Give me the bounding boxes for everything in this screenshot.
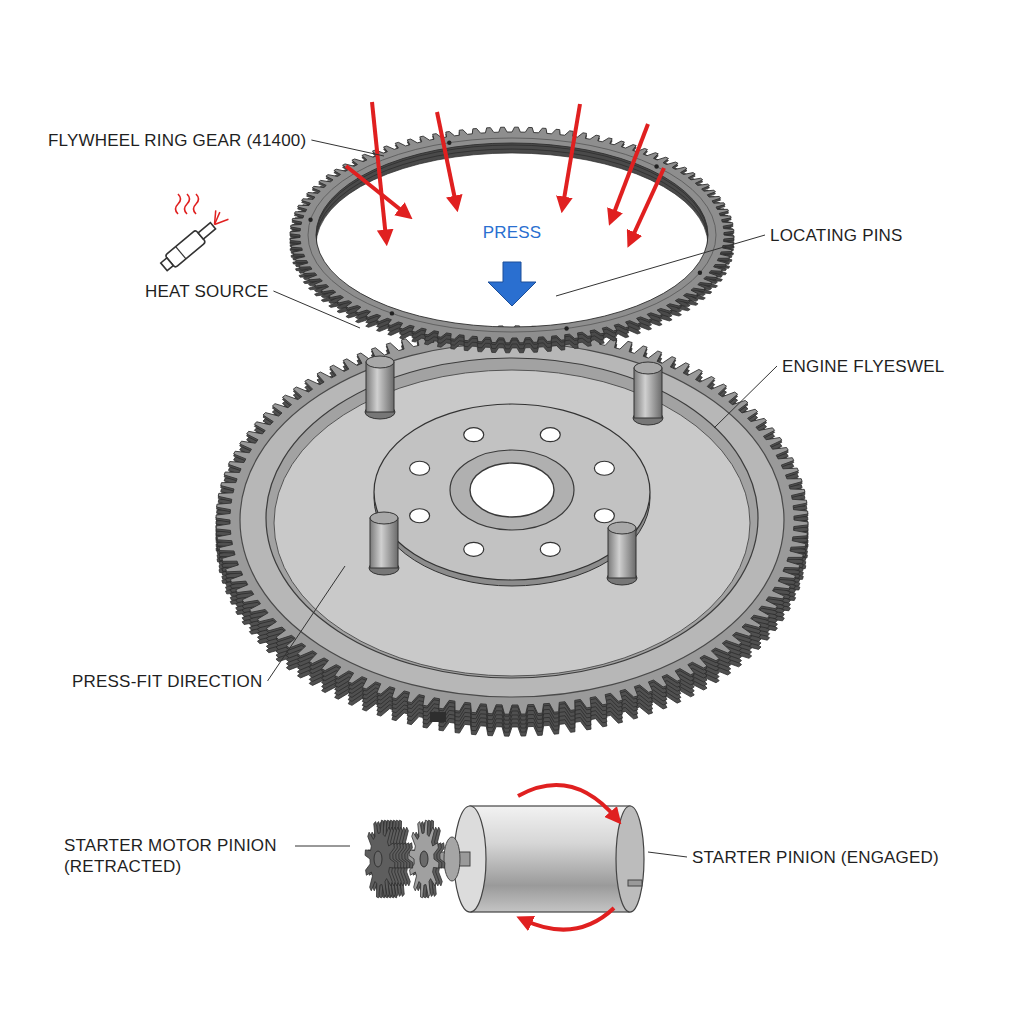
bolt-hole <box>410 461 430 475</box>
starter-body <box>470 806 630 912</box>
flywheel-face <box>240 343 784 697</box>
flywheel-recess-step <box>266 358 758 678</box>
rotation-arrow <box>524 908 614 930</box>
press-arrow <box>488 262 536 306</box>
pin-body <box>370 518 398 568</box>
torch-spark <box>215 215 229 228</box>
leader-line <box>268 566 345 681</box>
torch-grip <box>161 258 174 271</box>
heat-wave <box>194 194 199 214</box>
torch-nozzle <box>198 223 215 239</box>
bolt-hole <box>464 542 484 556</box>
starter-motor <box>365 785 644 930</box>
timing-notch <box>430 712 446 722</box>
leader-line <box>714 366 777 428</box>
heat-source-icon <box>158 208 231 273</box>
ring-gear-hole <box>654 164 658 168</box>
ring-gear-hole <box>390 311 394 315</box>
pin-top <box>634 362 662 374</box>
ring-gear-hole <box>308 217 312 221</box>
pin-body <box>634 368 662 418</box>
flywheel-recess <box>274 370 750 676</box>
locating-pin <box>607 522 637 585</box>
center-bore <box>470 463 554 517</box>
pin-top <box>366 356 394 368</box>
bolt-hole <box>410 509 430 523</box>
pinion-side <box>365 820 395 898</box>
heat-arrow <box>631 168 664 240</box>
bolt-hole <box>464 428 484 442</box>
flywheel-teeth <box>216 326 808 714</box>
heat-wave <box>185 194 190 214</box>
direction-label: PRESS-FIT DIRECTION <box>72 671 263 692</box>
leader-line <box>648 852 687 857</box>
leader-line <box>295 846 350 847</box>
leader-line <box>273 291 360 328</box>
heat-arrow <box>372 102 386 238</box>
heat-arrow <box>437 112 456 204</box>
bolt-hole <box>594 461 614 475</box>
bolt-hole <box>594 509 614 523</box>
pinion-hub <box>420 851 428 867</box>
rotation-arrow <box>518 785 616 818</box>
ring-gear-face <box>290 127 734 343</box>
bolt-hole <box>540 428 560 442</box>
part-label: FLYWHEEL RING GEAR (41400) <box>48 130 306 151</box>
engine-flywheel <box>216 326 808 736</box>
hub-plate <box>374 404 650 580</box>
ring-gear <box>290 127 734 353</box>
part-label: ENGINE FLYESWEL <box>782 356 944 377</box>
part-label: STARTER MOTOR PINION (RETRACTED) <box>64 835 290 877</box>
part-label: LOCATING PINS <box>770 225 903 246</box>
leader-line <box>311 140 384 156</box>
ring-gear-hole <box>698 271 702 275</box>
heat-arrow <box>612 124 648 218</box>
locating-pin <box>365 356 395 419</box>
pin-top <box>370 512 398 524</box>
torch-ridge <box>176 247 186 259</box>
torch-spark <box>211 212 224 224</box>
action-label: PRESS <box>483 222 542 243</box>
heat-arrow <box>346 166 406 214</box>
heat-arrow <box>563 104 580 205</box>
ring-gear-hole <box>564 326 568 330</box>
bolt-hole <box>540 542 560 556</box>
hub-boss <box>450 450 574 530</box>
starter-terminal <box>628 880 642 886</box>
ring-gear-hole <box>447 140 451 144</box>
leader-line <box>556 235 765 296</box>
pinion-hub <box>374 851 382 867</box>
locating-pin <box>633 362 663 425</box>
leader-lines <box>268 140 777 857</box>
starter-end-cap <box>616 806 644 912</box>
pinion-face <box>409 820 439 898</box>
part-label: HEAT SOURCE <box>145 281 268 302</box>
pin-body <box>366 362 394 412</box>
part-label: STARTER PINION (ENGAGED) <box>692 847 939 868</box>
heat-wave <box>176 194 181 214</box>
ring-gear-inner-edge <box>308 138 716 332</box>
pin-top <box>608 522 636 534</box>
starter-collar <box>444 837 460 881</box>
pin-body <box>608 528 636 578</box>
locating-pin <box>369 512 399 575</box>
